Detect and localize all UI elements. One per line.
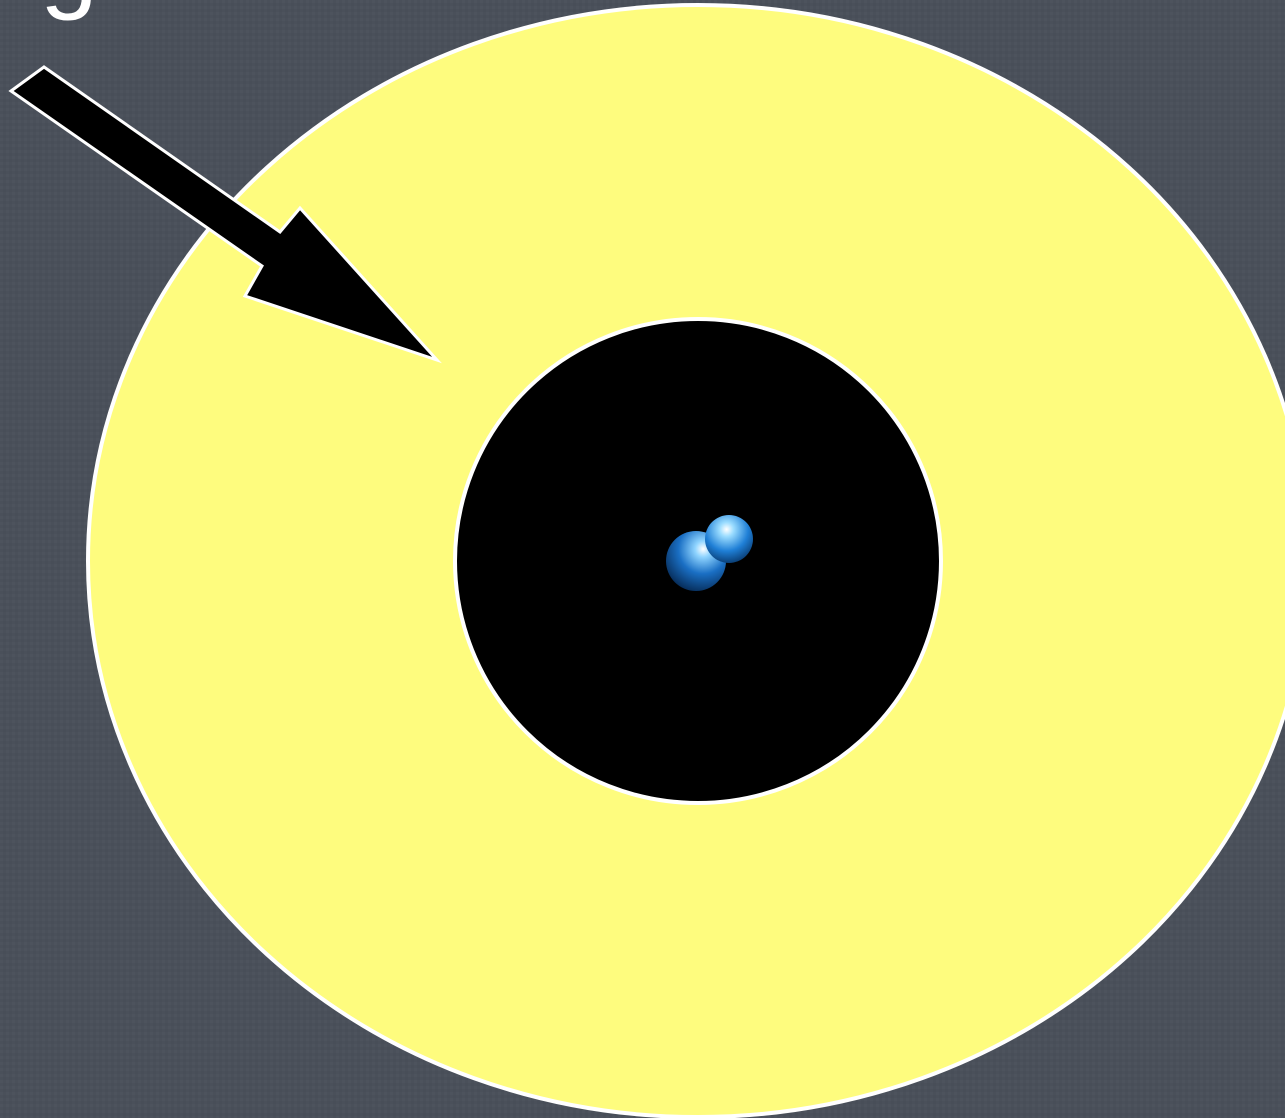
cutoff-title-text: g <box>40 0 98 16</box>
small-sphere <box>705 515 753 563</box>
